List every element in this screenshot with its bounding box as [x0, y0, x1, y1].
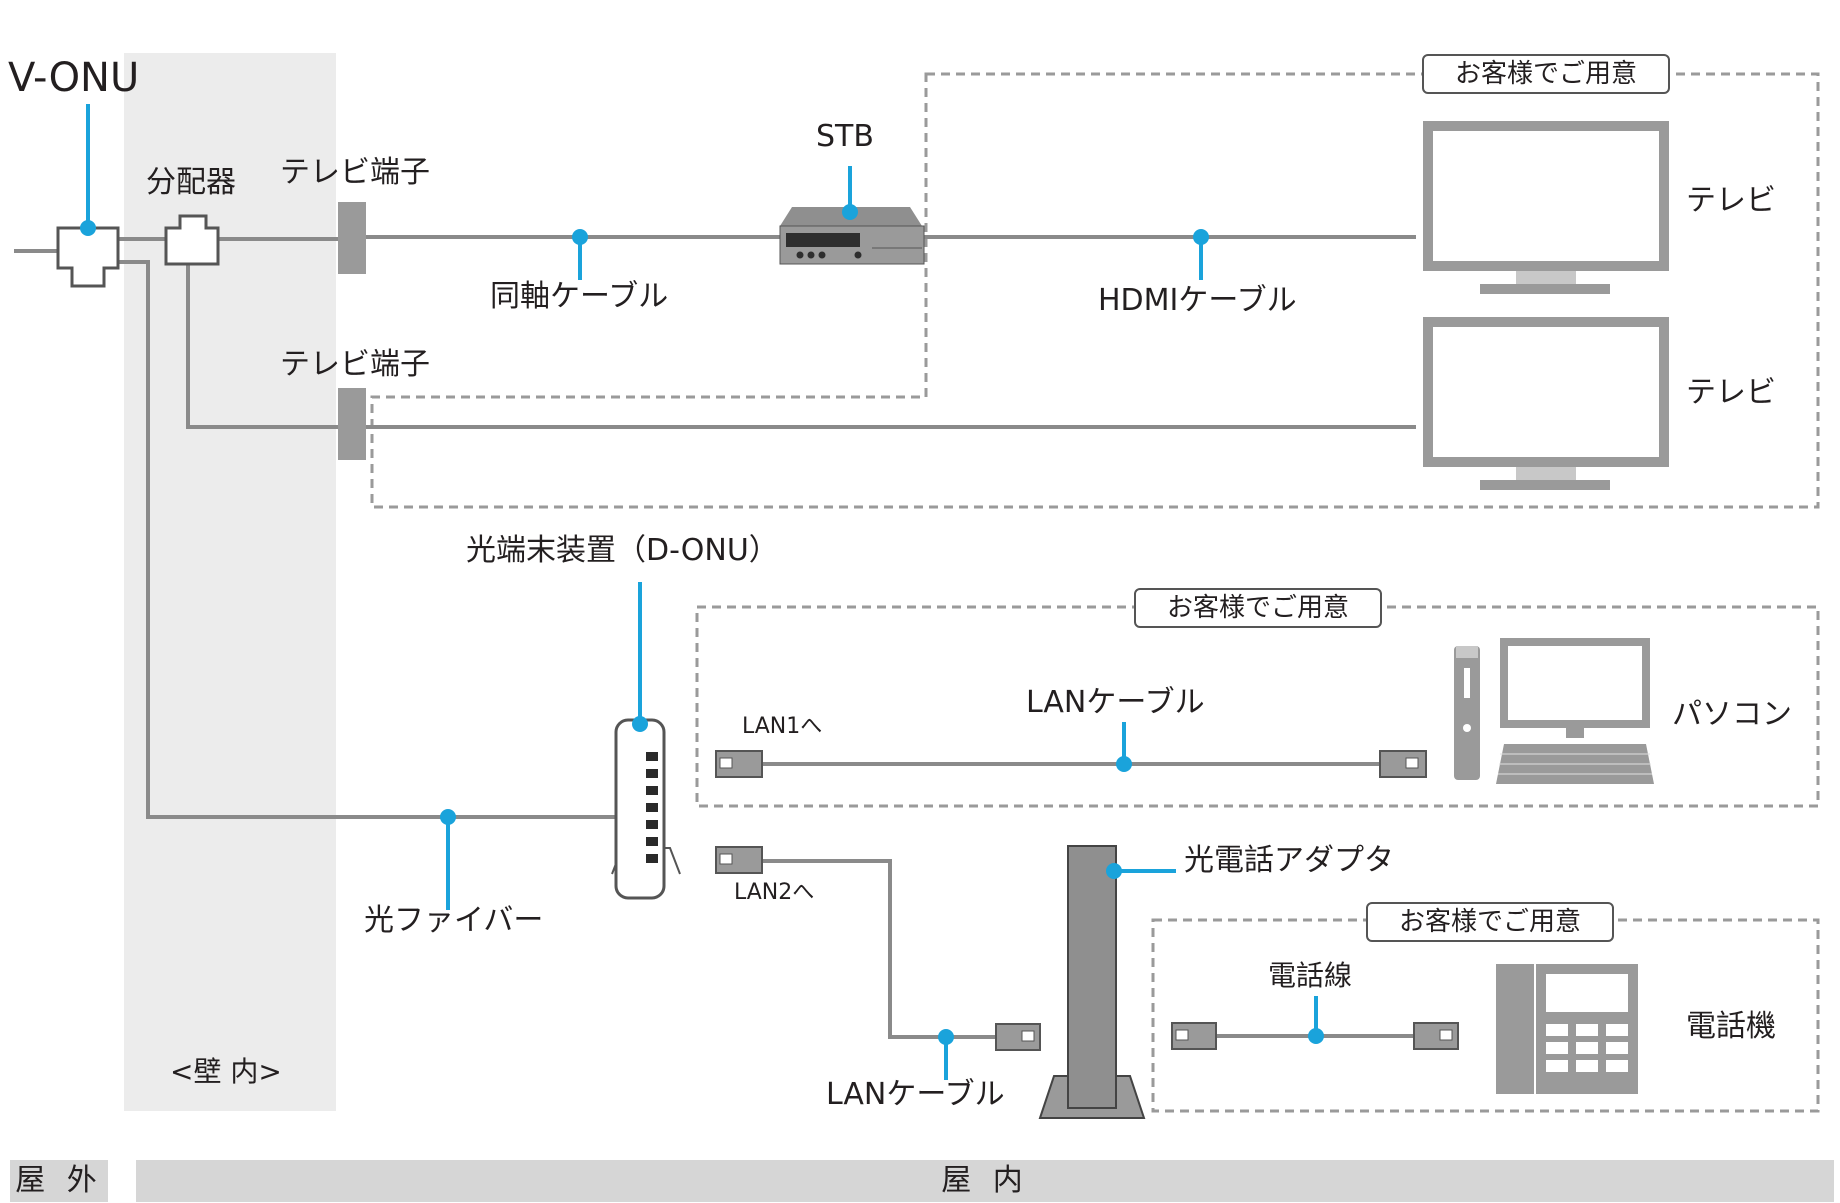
phone-line-label: 電話線 — [1268, 959, 1353, 992]
d-onu-callout — [632, 716, 648, 732]
v-onu-device — [56, 226, 120, 288]
coax-cable-label: 同軸ケーブル — [490, 279, 669, 314]
tv-terminal-top-label: テレビ端子 — [280, 155, 430, 190]
telephone-label: 電話機 — [1686, 1009, 1776, 1044]
lan-pc-connector — [1379, 750, 1427, 778]
tv-bottom-device — [1423, 317, 1669, 490]
phone-adapter-connector — [1171, 1022, 1217, 1050]
customer-prepared-tag-pc: お客様でご用意 — [1134, 588, 1382, 628]
stb-label: STB — [816, 119, 874, 154]
adapter-lan-connector — [995, 1023, 1041, 1051]
telephone-device — [1496, 964, 1638, 1094]
phone-line-callout — [1308, 1028, 1324, 1044]
d-onu-label: 光端末装置（D-ONU） — [466, 533, 779, 568]
tv-terminal-bottom-label: テレビ端子 — [280, 347, 430, 382]
lan1-connector — [715, 750, 763, 778]
optical-fiber-label: 光ファイバー — [364, 903, 544, 938]
hdmi-callout — [1193, 229, 1209, 245]
customer-prepared-region-tv — [370, 72, 1820, 509]
splitter-device — [164, 214, 220, 266]
lan-cable-pc-label: LANケーブル — [1026, 685, 1205, 720]
coax-callout — [572, 229, 588, 245]
pc-device — [1454, 638, 1654, 784]
indoor-band: 屋 内 — [136, 1160, 1834, 1202]
in-wall-label: <壁 内> — [170, 1055, 282, 1088]
lan-adapter-callout — [938, 1029, 954, 1045]
splitter-to-terminal2-line — [186, 255, 338, 429]
lan-cable-adapter-label: LANケーブル — [826, 1077, 1005, 1112]
lan-pc-callout — [1116, 756, 1132, 772]
fiber-callout — [440, 809, 456, 825]
phone-adapter-label: 光電話アダプタ — [1184, 843, 1394, 878]
lan2-label: LAN2へ — [734, 880, 815, 905]
tv-terminal-bottom — [338, 388, 366, 460]
tv-top-device — [1423, 121, 1669, 294]
lan2-connector — [715, 846, 763, 874]
telephone-connector — [1413, 1022, 1459, 1050]
in-wall-zone — [124, 53, 336, 1111]
customer-prepared-tag-tv: お客様でご用意 — [1422, 54, 1670, 94]
phone-adapter-device — [1038, 845, 1146, 1119]
tv-top-label: テレビ — [1686, 183, 1776, 218]
outdoor-band: 屋 外 — [10, 1160, 108, 1202]
tv-bottom-label: テレビ — [1686, 375, 1776, 410]
hdmi-cable-label: HDMIケーブル — [1098, 283, 1297, 318]
tv-terminal-top — [338, 202, 366, 274]
v-onu-callout — [80, 220, 96, 236]
customer-prepared-tag-phone: お客様でご用意 — [1366, 902, 1614, 942]
splitter-label: 分配器 — [146, 165, 236, 200]
d-onu-device — [611, 718, 681, 900]
lan1-label: LAN1へ — [742, 714, 823, 739]
optical-fiber-line — [118, 260, 616, 819]
adapter-callout — [1106, 863, 1122, 879]
v-onu-label: V-ONU — [8, 55, 140, 101]
stb-callout — [842, 204, 858, 220]
pc-label: パソコン — [1672, 697, 1792, 732]
